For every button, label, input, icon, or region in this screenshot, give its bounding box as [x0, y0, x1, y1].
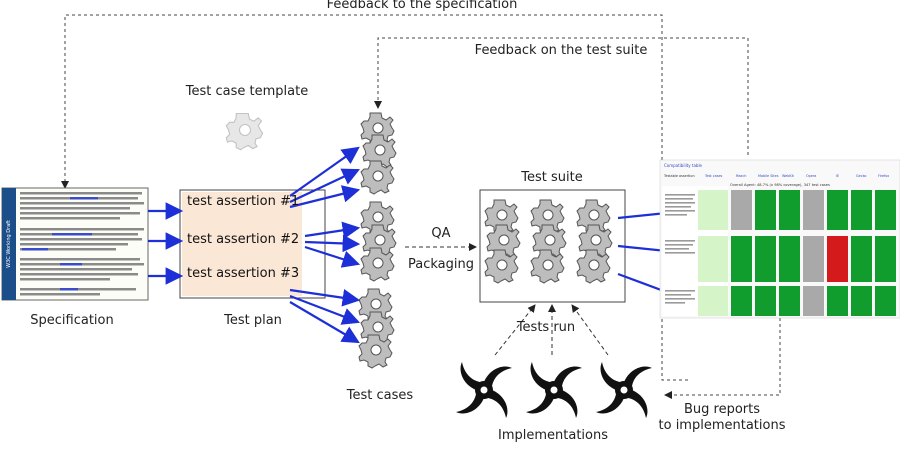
template-gear-icon [225, 112, 264, 151]
specification-document: W3C Working Draft [1, 187, 149, 301]
test-assertion-3: test assertion #3 [187, 266, 300, 281]
test-plan-box [179, 189, 326, 299]
spec-banner-text: W3C Working Draft [6, 220, 12, 268]
tests-run-label: Tests run [516, 320, 576, 335]
bug-report-arrow [664, 318, 781, 399]
report-col-3: Mobile Sites [758, 174, 779, 178]
packaging-label: Packaging [408, 257, 474, 272]
feedback-suite-line [374, 37, 749, 155]
test-suite-box [479, 189, 626, 303]
implementations-label: Implementations [498, 428, 608, 443]
report-columns: Testable assertion Test cases Reach Mobi… [663, 174, 889, 178]
implementation-icons [456, 362, 652, 418]
qa-label: QA [431, 226, 451, 241]
report-col-8: Firefox [878, 174, 889, 178]
tests-run-arrows [494, 304, 609, 356]
compat-grid [731, 190, 896, 316]
report-summary: Overall Agent: 48.7% (x 98% coverage), 3… [730, 183, 830, 187]
test-cases-label: Test cases [346, 388, 414, 403]
report-title: Compatibility table [664, 163, 703, 168]
specification-label: Specification [30, 313, 114, 328]
test-cases-gears [358, 112, 397, 369]
report-col-0: Testable assertion [663, 174, 695, 178]
feedback-spec-label: Feedback to the specification [326, 0, 518, 12]
report-col-5: Opera [806, 174, 816, 178]
plan-to-cases-arrows [289, 146, 361, 344]
test-assertion-1: test assertion #1 [187, 194, 300, 209]
compat-report: Compatibility table Overall Agent: 48.7%… [659, 159, 900, 319]
spec-to-plan-arrows [148, 202, 184, 285]
test-case-template-label: Test case template [185, 84, 309, 99]
test-assertion-2: test assertion #2 [187, 232, 300, 247]
bug-reports-label: Bug reports [683, 402, 761, 417]
report-col-1: Test cases [704, 174, 723, 178]
feedback-spec-line [61, 14, 688, 381]
report-col-2: Reach [736, 174, 746, 178]
report-col-7: Gecko [856, 174, 867, 178]
test-suite-label: Test suite [521, 170, 583, 185]
feedback-suite-label: Feedback on the test suite [474, 43, 648, 58]
report-col-6: IE [836, 174, 839, 178]
to-implementations-label: to implementations [658, 418, 786, 433]
test-plan-label: Test plan [224, 313, 282, 328]
report-col-4: WebKit [782, 174, 795, 178]
